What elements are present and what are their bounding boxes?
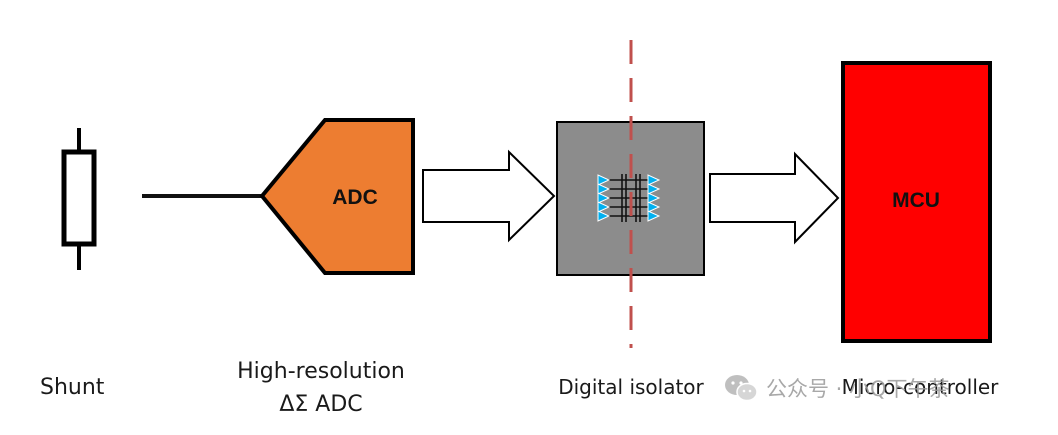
isolator-label: Digital isolator: [558, 375, 704, 399]
adc-block: [259, 118, 415, 275]
mcu-block-label: MCU: [892, 189, 940, 212]
watermark-text: 公众号 · 小Q下午茶: [766, 377, 950, 401]
isolator-channels-icon: [597, 174, 661, 222]
mcu-label: Micro-controller: [841, 375, 999, 399]
adc-caption-line2: ΔΣ ADC: [279, 392, 363, 417]
wechat-icon: [725, 375, 758, 402]
adc-caption-line1: High-resolution: [237, 359, 405, 384]
adc-block-label: ADC: [332, 186, 378, 209]
watermark: 公众号 · 小Q下午茶: [724, 368, 950, 408]
shunt-resistor: [61, 128, 97, 270]
arrow-adc-to-isolator: [422, 149, 556, 243]
mcu-block: [841, 61, 992, 343]
shunt-body: [61, 149, 97, 247]
shunt-label: Shunt: [40, 375, 105, 400]
arrow-isolator-to-mcu: [709, 151, 840, 245]
